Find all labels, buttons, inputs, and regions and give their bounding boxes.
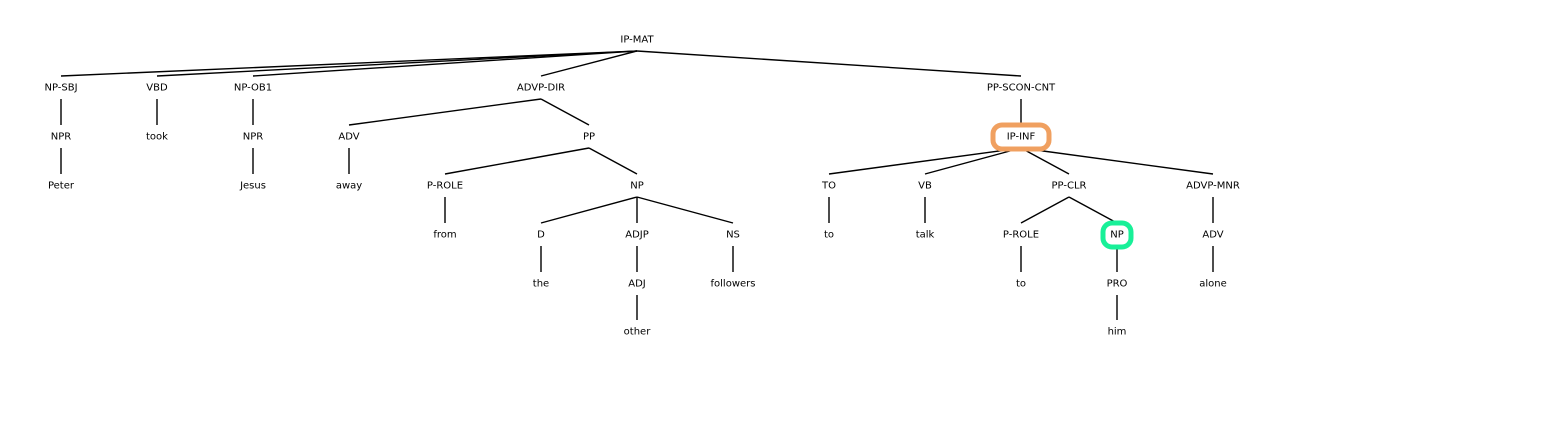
node-jesus: Jesus xyxy=(239,181,266,192)
edge-ip-inf-to-to xyxy=(828,147,1022,175)
edge-ip-mat-to-np-ob1 xyxy=(252,50,638,77)
node-to: TO xyxy=(821,181,836,192)
node-adv: ADV xyxy=(1202,230,1223,241)
edge-ip-mat-to-pp-scon-cnt xyxy=(636,50,1022,77)
node-adv: ADV xyxy=(338,132,359,143)
edge-ip-inf-to-pp-clr xyxy=(1020,147,1070,175)
node-vbd: VBD xyxy=(146,83,168,94)
edge-ip-mat-to-vbd xyxy=(156,50,638,77)
node-pp: PP xyxy=(583,132,595,143)
node-to: to xyxy=(1016,279,1026,290)
node-to: to xyxy=(824,230,834,241)
edge-ip-inf-to-vb xyxy=(924,147,1022,175)
node-highlights xyxy=(990,122,1134,250)
node-advp-mnr: ADVP-MNR xyxy=(1186,181,1240,192)
tree-edges xyxy=(60,50,1214,320)
node-np-ob1: NP-OB1 xyxy=(234,83,272,94)
node-the: the xyxy=(533,279,549,290)
node-adj: ADJ xyxy=(628,279,646,290)
node-ip-mat: IP-MAT xyxy=(620,35,654,46)
node-npr: NPR xyxy=(243,132,264,143)
edge-ip-inf-to-advp-mnr xyxy=(1020,147,1214,175)
edge-ip-mat-to-np-sbj xyxy=(60,50,638,77)
node-other: other xyxy=(624,327,652,338)
node-advp-dir: ADVP-DIR xyxy=(517,83,565,94)
edge-pp-to-p-role xyxy=(444,147,590,175)
node-ip-inf: IP-INF xyxy=(1007,132,1036,143)
node-npr: NPR xyxy=(51,132,72,143)
edge-advp-dir-to-adv xyxy=(348,98,542,126)
edge-ip-mat-to-advp-dir xyxy=(540,50,638,77)
node-vb: VB xyxy=(918,181,932,192)
node-him: him xyxy=(1108,327,1127,338)
node-away: away xyxy=(336,181,362,192)
node-peter: Peter xyxy=(48,181,75,192)
node-p-role: P-ROLE xyxy=(1003,230,1039,241)
node-adjp: ADJP xyxy=(625,230,649,241)
node-ns: NS xyxy=(726,230,740,241)
node-np-sbj: NP-SBJ xyxy=(44,83,77,94)
edge-pp-clr-to-p-role xyxy=(1020,196,1070,224)
edge-np-to-d xyxy=(540,196,638,224)
node-d: D xyxy=(537,230,545,241)
node-took: took xyxy=(146,132,168,143)
node-pro: PRO xyxy=(1107,279,1128,290)
node-pp-scon-cnt: PP-SCON-CNT xyxy=(987,83,1056,94)
edge-advp-dir-to-pp xyxy=(540,98,590,126)
node-np: NP xyxy=(1110,230,1124,241)
orange-highlight-ip-inf xyxy=(990,122,1052,152)
node-np: NP xyxy=(630,181,644,192)
edge-pp-clr-to-np xyxy=(1068,196,1118,224)
node-from: from xyxy=(433,230,456,241)
node-followers: followers xyxy=(711,279,756,290)
node-p-role: P-ROLE xyxy=(427,181,463,192)
tree-node-labels: IP-MATNP-SBJNPRPeterVBDtookNP-OB1NPRJesu… xyxy=(44,35,1239,338)
node-pp-clr: PP-CLR xyxy=(1052,181,1087,192)
green-highlight-np xyxy=(1100,220,1134,250)
node-alone: alone xyxy=(1199,279,1227,290)
node-talk: talk xyxy=(916,230,935,241)
edge-np-to-ns xyxy=(636,196,734,224)
edge-pp-to-np xyxy=(588,147,638,175)
